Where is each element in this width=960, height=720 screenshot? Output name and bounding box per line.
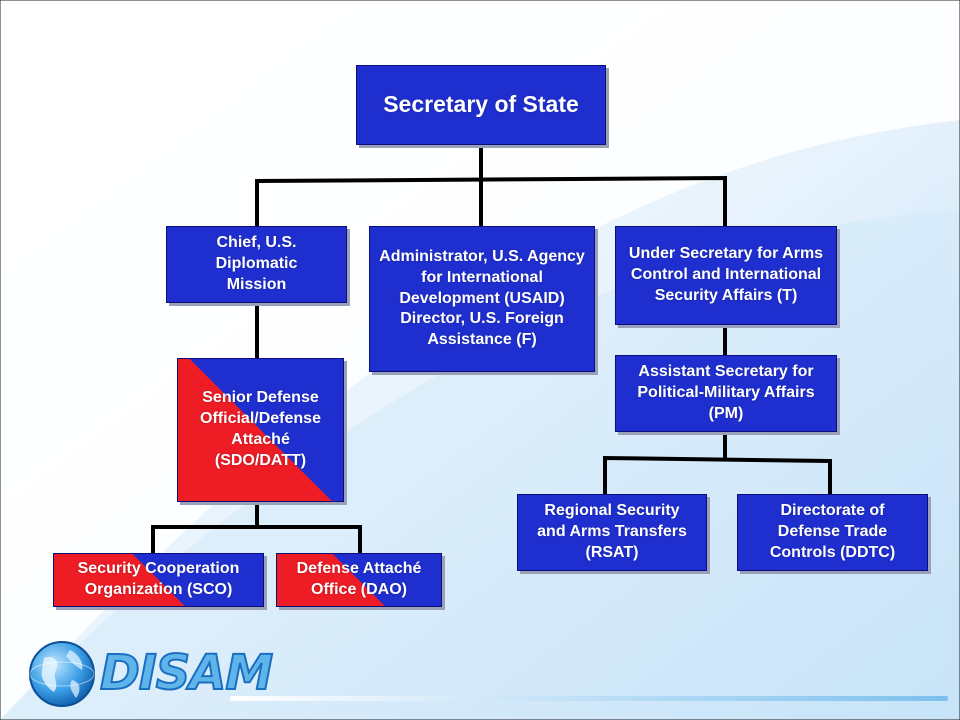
sdo-datt-box: Senior Defense Official/Defense Attaché … (177, 358, 344, 502)
under-secretary-box: Under Secretary for Arms Control and Int… (615, 226, 837, 325)
assistant-secretary-label: Assistant Secretary for Political-Milita… (637, 363, 815, 422)
usaid-label: Administrator, U.S. Agency for Internati… (379, 248, 585, 349)
sdo-datt-label: Senior Defense Official/Defense Attaché … (200, 389, 321, 469)
sco-label: Security Cooperation Organization (SCO) (77, 560, 240, 598)
disam-logo-text: DISAM (99, 644, 274, 702)
dao-label: Defense Attaché Office (DAO) (296, 560, 422, 598)
rsat-label: Regional Security and Arms Transfers (RS… (537, 502, 687, 561)
chief-of-mission-box: Chief, U.S. Diplomatic Mission (166, 226, 347, 303)
usaid-box: Administrator, U.S. Agency for Internati… (369, 226, 595, 372)
ddtc-label: Directorate of Defense Trade Controls (D… (769, 502, 896, 561)
globe-icon (29, 641, 95, 707)
ddtc-box: Directorate of Defense Trade Controls (D… (737, 494, 928, 571)
rsat-box: Regional Security and Arms Transfers (RS… (517, 494, 707, 571)
under-secretary-label: Under Secretary for Arms Control and Int… (628, 245, 824, 304)
secretary-of-state-label: Secretary of State (383, 91, 579, 118)
sco-box: Security Cooperation Organization (SCO) (53, 553, 264, 607)
assistant-secretary-box: Assistant Secretary for Political-Milita… (615, 355, 837, 432)
chief-of-mission-label: Chief, U.S. Diplomatic Mission (215, 234, 298, 293)
secretary-of-state-box: Secretary of State (356, 65, 606, 145)
dao-box: Defense Attaché Office (DAO) (276, 553, 442, 607)
